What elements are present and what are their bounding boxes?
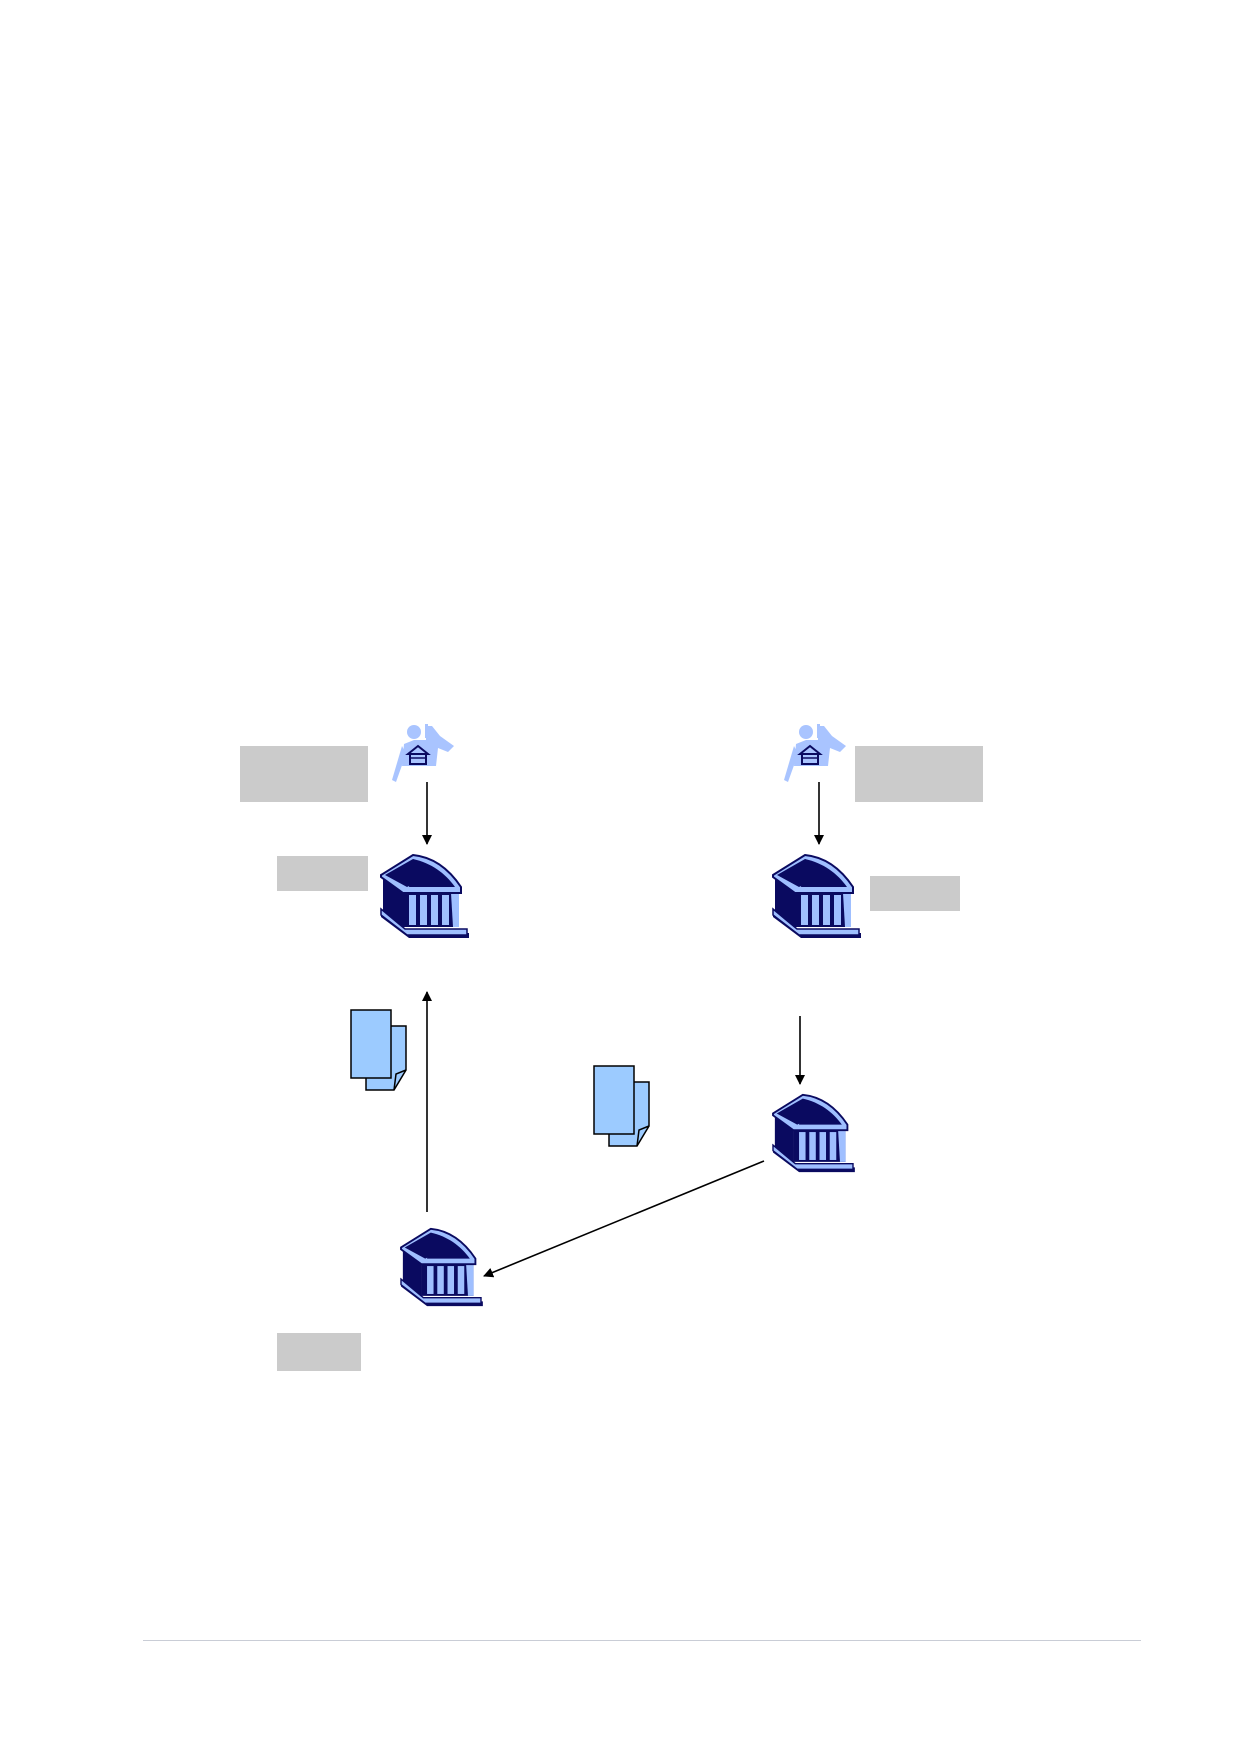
label-box-top-right-person [855, 746, 983, 802]
bank-icon-mid-right [772, 1093, 856, 1173]
arrow-mid-bank-to-bottom-bank [483, 1160, 765, 1278]
label-box-bottom-bank [277, 1333, 361, 1371]
footer-divider [143, 1640, 1141, 1641]
person-icon-right [783, 724, 847, 783]
label-box-top-left-person [240, 746, 368, 802]
label-box-right-bank [870, 876, 960, 911]
document-icon-center [593, 1065, 650, 1147]
bank-icon-top-left [379, 853, 470, 939]
document-icon-left [350, 1009, 407, 1091]
bank-icon-top-right [771, 853, 862, 939]
bank-icon-bottom-left [400, 1227, 484, 1307]
label-box-left-bank [277, 856, 368, 891]
person-icon-left [391, 724, 455, 783]
